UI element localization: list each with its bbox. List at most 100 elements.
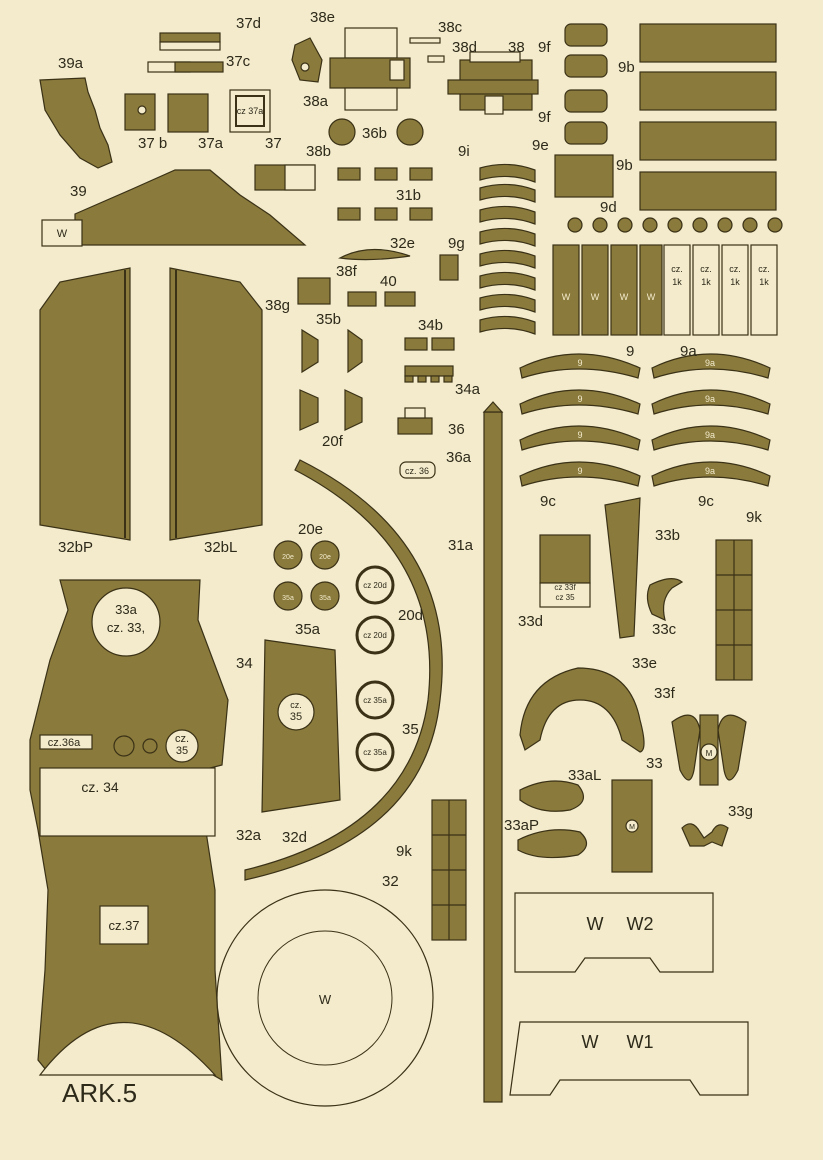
part-33c	[646, 578, 684, 622]
label-33e: 33e	[632, 655, 657, 672]
label-33: 33	[646, 755, 663, 772]
part-33f	[671, 714, 747, 786]
part-32bL	[169, 267, 263, 541]
part-33b	[604, 497, 641, 639]
part-35b	[301, 328, 363, 374]
part-33g	[681, 823, 729, 847]
sheet-title: ARK.5	[62, 1078, 137, 1108]
part-w1	[509, 1021, 749, 1096]
w-c: W	[620, 292, 629, 302]
part-9a-links	[663, 244, 778, 336]
cz35-part34-a: cz.	[290, 700, 302, 710]
part-36b-left	[328, 118, 356, 146]
cz9a-4: 9a	[705, 466, 715, 476]
part-31b	[337, 167, 433, 221]
label-34: 34	[236, 655, 253, 672]
label-9g: 9g	[448, 235, 465, 252]
label-9d: 9d	[600, 199, 617, 216]
label-33aL: 33aL	[568, 767, 601, 784]
part-38a	[329, 27, 411, 111]
label-32bL: 32bL	[204, 539, 237, 556]
w1-w-text: W	[582, 1032, 599, 1052]
part-9g	[439, 254, 459, 281]
cz9-2: 9	[577, 394, 582, 404]
cz34-text: cz. 34	[81, 779, 119, 795]
cz9-4: 9	[577, 466, 582, 476]
w1k-1a: cz.	[671, 264, 683, 274]
cz9-3: 9	[577, 430, 582, 440]
w1k-3a: cz.	[729, 264, 741, 274]
cz35-body-text-a: cz.	[175, 733, 189, 745]
label-9c-right: 9c	[698, 493, 714, 510]
part-9k-left	[431, 799, 467, 941]
part-33	[611, 779, 653, 873]
label-9k-right: 9k	[746, 509, 762, 526]
w1k-4a: cz.	[758, 264, 770, 274]
part-20e	[273, 540, 340, 611]
label-33c: 33c	[652, 621, 677, 638]
label-31b: 31b	[396, 187, 421, 204]
part-33aP	[517, 829, 588, 859]
part-38e	[291, 37, 323, 83]
part-37c	[147, 61, 224, 73]
label-31a: 31a	[448, 537, 474, 554]
cz35a-d: cz 35a	[363, 748, 387, 757]
label-38g: 38g	[265, 297, 290, 314]
cz35-part34-b: 35	[290, 711, 302, 723]
label-9: 9	[626, 343, 634, 360]
part-9i	[479, 163, 536, 335]
cz36a-text: cz.36a	[48, 737, 81, 749]
label-37b: 37 b	[138, 135, 167, 152]
cz35a-c: cz 35a	[363, 696, 387, 705]
part-33e	[519, 667, 645, 753]
label-9f-mid: 9f	[538, 109, 551, 126]
label-33f: 33f	[654, 685, 676, 702]
part-37d	[159, 32, 221, 51]
label-38b: 38b	[306, 143, 331, 160]
cz20e-2: 20e	[319, 554, 331, 561]
part-38g	[297, 277, 331, 305]
part-31a	[483, 411, 503, 1103]
label-33b: 33b	[655, 527, 680, 544]
label-38: 38	[508, 39, 525, 56]
part-34a	[404, 365, 454, 383]
part-39	[74, 169, 307, 246]
part-33d	[539, 534, 591, 608]
cz35a-2: 35a	[319, 595, 331, 602]
label-20d: 20d	[398, 607, 423, 624]
part-36b-right	[396, 118, 424, 146]
label-37: 37	[265, 135, 282, 152]
w-b: W	[591, 292, 600, 302]
label-9b-bot: 9b	[616, 157, 633, 174]
label-33aP: 33aP	[504, 817, 539, 834]
part-33aL	[519, 780, 585, 812]
cz37a-text: cz 37a	[237, 106, 264, 116]
part-9d	[567, 217, 783, 233]
label-37c: 37c	[226, 53, 251, 70]
label-39: 39	[70, 183, 87, 200]
label-36a: 36a	[446, 449, 472, 466]
label-9e: 9e	[532, 137, 549, 154]
part-32	[216, 889, 434, 1107]
part-37	[229, 89, 271, 133]
part-9-bows	[519, 353, 641, 487]
label-38d: 38d	[452, 39, 477, 56]
label-37a: 37a	[198, 135, 224, 152]
part-35-circles	[355, 680, 395, 772]
cz9a-2: 9a	[705, 394, 715, 404]
w1k-2a: cz.	[700, 264, 712, 274]
part-20d	[355, 565, 395, 655]
cz33-text: cz. 33,	[107, 620, 145, 635]
label-34b: 34b	[418, 317, 443, 334]
part-w2	[514, 892, 714, 973]
w2-text: W2	[627, 914, 654, 934]
cz20d-b: cz 20d	[363, 631, 387, 640]
part-9f	[564, 23, 608, 145]
part-20f	[299, 389, 363, 431]
part-body-main	[29, 579, 229, 1082]
label-38a: 38a	[303, 93, 329, 110]
label-20f: 20f	[322, 433, 344, 450]
label-33d: 33d	[518, 613, 543, 630]
label-35b: 35b	[316, 311, 341, 328]
